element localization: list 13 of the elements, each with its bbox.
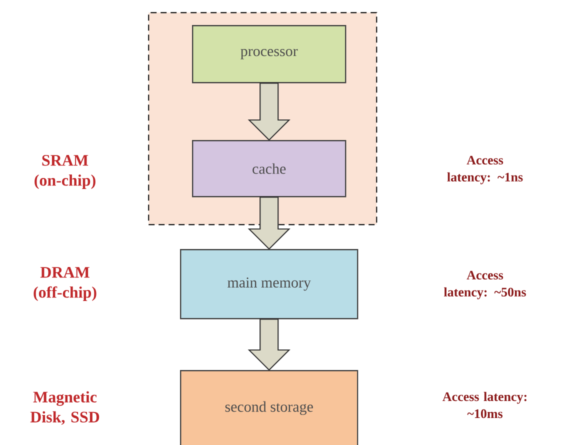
block-arrow (248, 318, 290, 371)
component-box: processor (192, 25, 346, 84)
side-label: DRAM (off-chip) (34, 267, 96, 301)
block-arrow (248, 82, 290, 141)
side-label: Access latency: ~50ns (444, 270, 526, 300)
memory-box: second storage (180, 370, 358, 445)
block-arrow (248, 196, 290, 250)
side-label: Magnetic Disk, SSD (30, 391, 100, 425)
side-label: SRAM (on-chip) (34, 155, 96, 189)
memory-box: main memory (180, 249, 358, 320)
component-box: cache (192, 140, 346, 198)
side-label: Access latency: ~10ms (442, 392, 526, 418)
side-label: Access latency: ~1ns (447, 156, 523, 184)
